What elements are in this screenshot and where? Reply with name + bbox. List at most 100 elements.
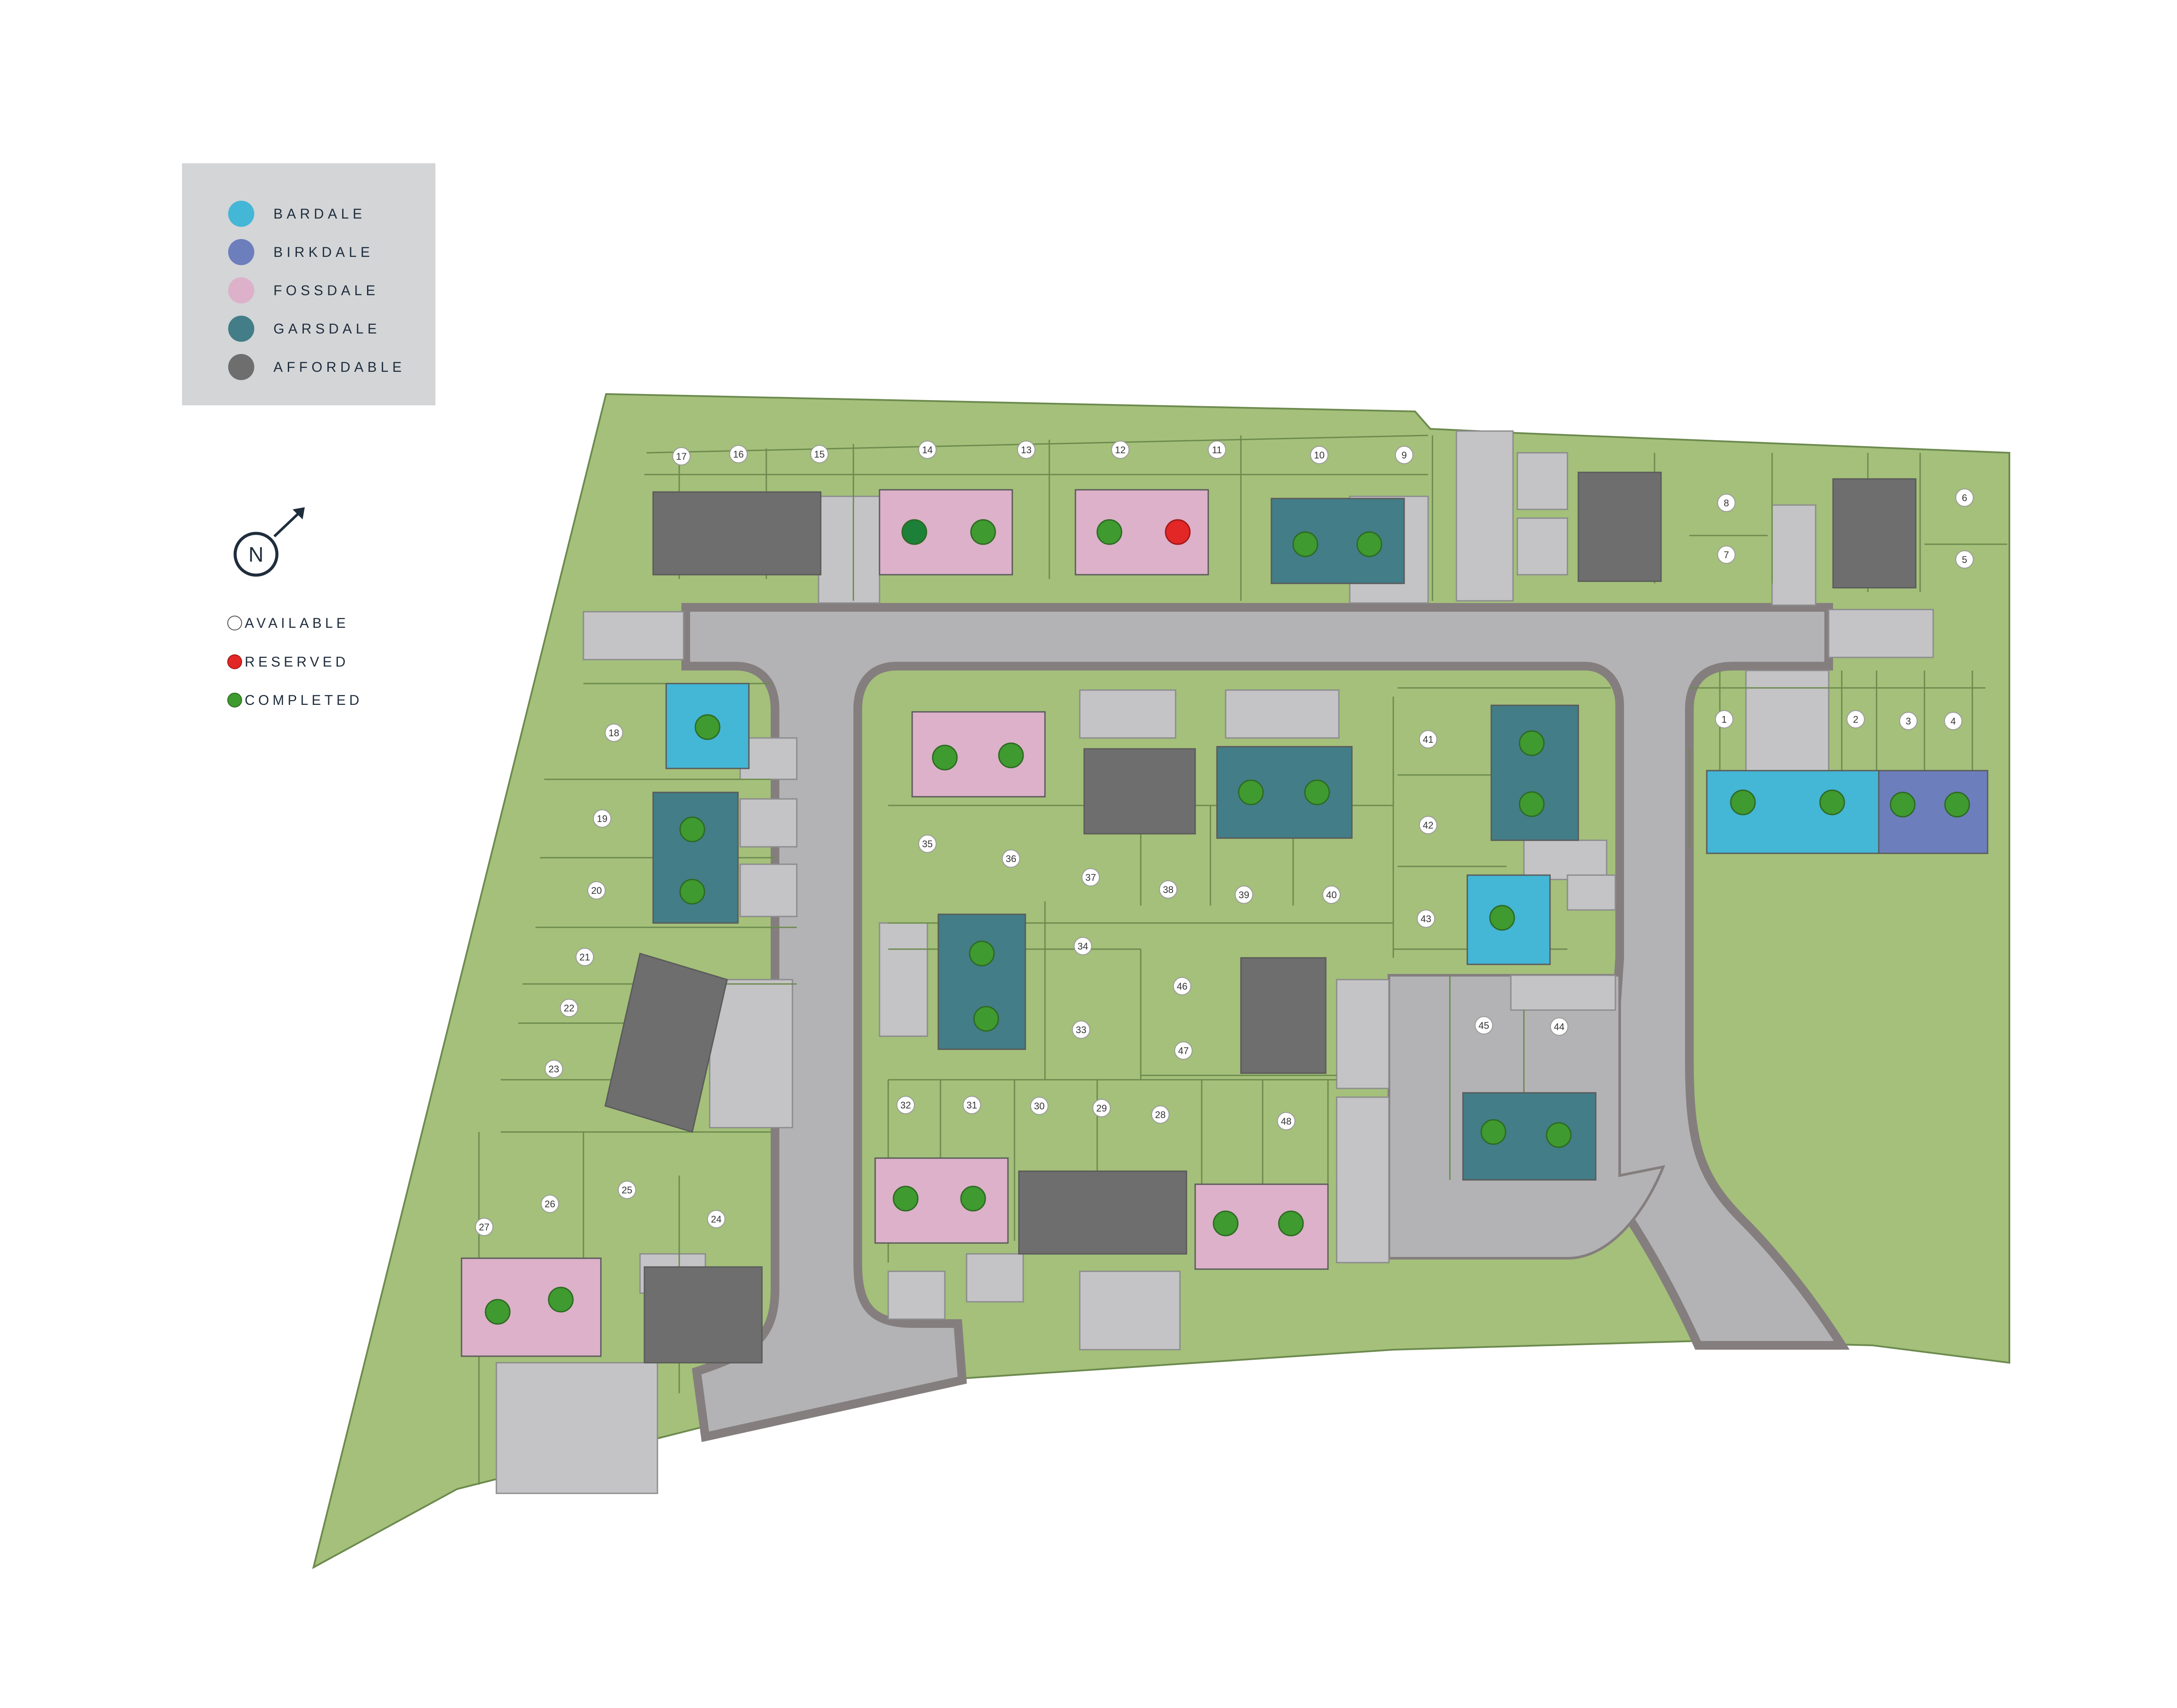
plot-number: 12	[1115, 445, 1126, 455]
legend-item-bardale: BARDALE	[228, 201, 366, 227]
plot-number: 26	[545, 1199, 555, 1209]
plot-number: 19	[597, 813, 607, 824]
plot-number: 48	[1281, 1116, 1291, 1127]
plot-number-badge: 12	[1111, 441, 1129, 459]
plot-number: 34	[1078, 941, 1088, 952]
plot-number-badge: 32	[896, 1096, 915, 1114]
plot-number: 38	[1163, 884, 1173, 895]
house-affordable	[652, 491, 822, 576]
plot-number-badge: 19	[593, 809, 611, 828]
legend-swatch	[228, 316, 254, 342]
plot-number-badge: 1	[1715, 710, 1733, 728]
status-legend-completed: COMPLETED	[227, 691, 363, 709]
plot-number: 13	[1021, 445, 1031, 455]
plot-number: 18	[609, 728, 619, 738]
plot-number-badge: 31	[963, 1096, 981, 1114]
plot-number-badge: 47	[1174, 1041, 1193, 1060]
plot-number-badge: 8	[1717, 494, 1736, 512]
plot-number: 33	[1076, 1024, 1086, 1035]
plot-number: 22	[564, 1003, 574, 1014]
plot-number-badge: 25	[618, 1181, 636, 1199]
plot-number-badge: 44	[1550, 1017, 1568, 1036]
plot-number-badge: 7	[1717, 546, 1736, 564]
plot-number: 17	[676, 451, 687, 462]
plot-number-badge: 36	[1002, 849, 1020, 868]
plot-number-badge: 13	[1017, 441, 1035, 459]
plot-number-badge: 40	[1322, 886, 1341, 904]
plot-number-badge: 6	[1955, 488, 1974, 507]
plot-number-badge: 23	[545, 1060, 563, 1078]
house-fossdale	[461, 1257, 602, 1357]
plot-number: 4	[1951, 716, 1956, 727]
compass-north-arrow: N	[233, 507, 305, 577]
plot-number: 7	[1724, 549, 1729, 560]
plot-number: 35	[922, 839, 933, 849]
plot-number-badge: 42	[1419, 816, 1437, 834]
house-fossdale	[911, 711, 1046, 798]
plot-number-badge: 15	[810, 445, 829, 463]
status-swatch	[227, 654, 242, 669]
plot-number: 41	[1423, 734, 1433, 745]
plot-number-badge: 48	[1277, 1112, 1295, 1130]
plot-number: 8	[1724, 498, 1729, 509]
plot-number-badge: 30	[1030, 1097, 1048, 1115]
plot-number: 5	[1962, 554, 1967, 565]
status-label: AVAILABLE	[245, 615, 349, 631]
legend-label: BARDALE	[273, 205, 366, 222]
plot-number: 31	[967, 1100, 977, 1111]
plot-number-badge: 24	[707, 1210, 725, 1228]
status-legend-reserved: RESERVED	[227, 653, 349, 670]
plot-number: 11	[1212, 445, 1222, 455]
plot-number: 39	[1239, 889, 1249, 900]
status-label: RESERVED	[245, 654, 349, 670]
plot-number: 1	[1722, 714, 1727, 725]
plot-number: 2	[1853, 714, 1858, 725]
legend-item-affordable: AFFORDABLE	[228, 354, 405, 380]
plot-number: 43	[1421, 913, 1431, 924]
legend-swatch	[228, 354, 254, 380]
plot-number-badge: 10	[1310, 446, 1328, 464]
plot-number: 27	[479, 1222, 489, 1233]
plot-number: 25	[622, 1185, 632, 1196]
houses	[461, 472, 1988, 1364]
plot-number: 40	[1326, 889, 1337, 900]
plot-number: 42	[1423, 820, 1433, 831]
plot-number: 32	[900, 1100, 911, 1111]
plot-number: 46	[1177, 981, 1187, 992]
status-swatch	[227, 616, 242, 630]
plot-number: 47	[1178, 1045, 1189, 1056]
plot-number-badge: 14	[918, 441, 937, 459]
plot-number-badge: 45	[1475, 1016, 1493, 1034]
plot-number-badge: 39	[1235, 886, 1253, 904]
house-bardale	[1706, 770, 1880, 854]
plot-number-badge: 35	[918, 835, 937, 853]
legend-swatch	[228, 239, 254, 265]
plot-number-badge: 18	[605, 724, 623, 742]
plot-number: 14	[922, 445, 933, 455]
plot-number: 37	[1085, 872, 1096, 883]
plot-number-badge: 22	[560, 999, 578, 1017]
plot-number-badge: 38	[1159, 880, 1177, 899]
status-label: COMPLETED	[245, 692, 363, 708]
legend-swatch	[228, 277, 254, 303]
plot-number: 15	[814, 449, 825, 460]
plot-number: 16	[733, 449, 744, 460]
plot-number-badge: 26	[541, 1195, 559, 1213]
plot-status-markers	[485, 519, 1970, 1325]
compass-label: N	[249, 543, 264, 566]
plot-number: 21	[580, 952, 590, 963]
plot-number-badge: 41	[1419, 730, 1437, 748]
plot-number: 29	[1096, 1103, 1107, 1114]
legend-item-fossdale: FOSSDALE	[228, 277, 379, 303]
plot-number-badge: 28	[1151, 1105, 1169, 1124]
plot-number: 6	[1962, 492, 1967, 503]
plot-number: 36	[1006, 853, 1016, 864]
house-affordable	[1577, 472, 1662, 582]
plot-number: 10	[1314, 450, 1324, 461]
legend-label: GARSDALE	[273, 320, 381, 337]
plot-number-badge: 2	[1847, 710, 1865, 728]
legend-label: FOSSDALE	[273, 282, 379, 298]
house-affordable	[1240, 957, 1327, 1074]
house-affordable	[1832, 478, 1917, 589]
